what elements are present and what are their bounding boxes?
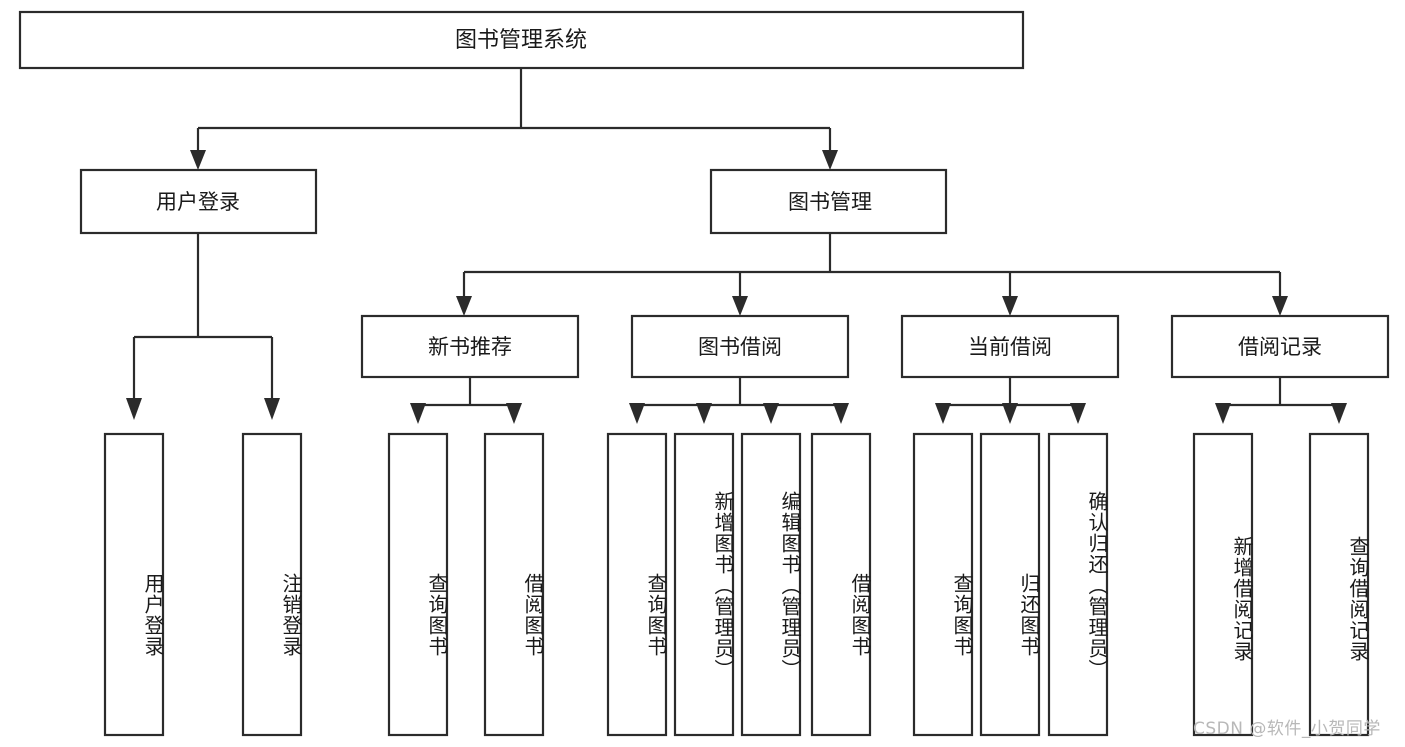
node-current-borrow-label: 当前借阅 — [968, 335, 1052, 359]
arrow-leaf-user-login-2 — [264, 398, 280, 420]
node-book-borrow-label: 图书借阅 — [698, 335, 782, 359]
arrow-leaf-borrow-records-2 — [1331, 403, 1347, 424]
connector-book-mgmt-to-level3 — [456, 233, 1288, 316]
leaf-box-borrow-records-1[interactable] — [1192, 432, 1254, 737]
arrow-to-new-book — [456, 296, 472, 316]
node-new-book-recommend-label: 新书推荐 — [428, 335, 512, 359]
connector-user-login-to-leaves — [126, 233, 280, 420]
node-book-management[interactable]: 图书管理 — [709, 168, 948, 235]
arrow-leaf-current-borrow-1 — [935, 403, 951, 424]
arrow-leaf-borrow-records-1 — [1215, 403, 1231, 424]
connector-book-borrow-to-leaves — [629, 377, 849, 424]
arrow-to-book-borrow — [732, 296, 748, 316]
arrow-leaf-new-book-1 — [410, 403, 426, 424]
arrow-leaf-current-borrow-3 — [1070, 403, 1086, 424]
node-book-borrow-box[interactable] — [630, 314, 850, 379]
leaf-box-current-borrow-2[interactable] — [979, 432, 1041, 737]
node-root-label: 图书管理系统 — [455, 28, 587, 53]
leaf-box-new-book-1[interactable] — [387, 432, 449, 737]
arrow-leaf-new-book-2 — [506, 403, 522, 424]
arrow-leaf-book-borrow-3 — [763, 403, 779, 424]
node-root[interactable]: 图书管理系统 — [18, 10, 1025, 70]
node-current-borrow[interactable]: 当前借阅 — [900, 314, 1120, 379]
node-book-management-label: 图书管理 — [788, 190, 872, 214]
leaf-box-borrow-records-2[interactable] — [1308, 432, 1370, 737]
node-user-login[interactable]: 用户登录 — [79, 168, 318, 235]
node-borrow-records[interactable]: 借阅记录 — [1170, 314, 1390, 379]
leaf-box-book-borrow-4[interactable] — [810, 432, 872, 737]
node-new-book-recommend-box[interactable] — [360, 314, 580, 379]
node-user-login-label: 用户登录 — [156, 190, 240, 214]
arrow-leaf-book-borrow-2 — [696, 403, 712, 424]
arrow-to-book-mgmt — [822, 150, 838, 170]
connector-current-borrow-to-leaves — [935, 377, 1086, 424]
node-new-book-recommend[interactable]: 新书推荐 — [360, 314, 580, 379]
arrow-leaf-book-borrow-4 — [833, 403, 849, 424]
node-book-borrow[interactable]: 图书借阅 — [630, 314, 850, 379]
node-borrow-records-label: 借阅记录 — [1238, 335, 1322, 359]
leaf-box-book-borrow-2[interactable] — [673, 432, 735, 737]
leaf-box-current-borrow-1[interactable] — [912, 432, 974, 737]
node-borrow-records-box[interactable] — [1170, 314, 1390, 379]
arrow-to-current-borrow — [1002, 296, 1018, 316]
leaf-box-book-borrow-1[interactable] — [606, 432, 668, 737]
leaf-box-new-book-2[interactable] — [483, 432, 545, 737]
connector-root-to-level2 — [190, 68, 838, 170]
node-book-management-box[interactable] — [709, 168, 948, 235]
arrow-leaf-user-login-1 — [126, 398, 142, 420]
arrow-leaf-current-borrow-2 — [1002, 403, 1018, 424]
connector-borrow-records-to-leaves — [1215, 377, 1347, 424]
node-current-borrow-box[interactable] — [900, 314, 1120, 379]
connector-new-book-to-leaves — [410, 377, 522, 424]
leaf-box-current-borrow-3[interactable] — [1047, 432, 1109, 737]
leaf-box-user-login-1[interactable] — [103, 432, 165, 737]
leaf-box-book-borrow-3[interactable] — [740, 432, 802, 737]
node-root-box[interactable] — [18, 10, 1025, 70]
arrow-to-user-login — [190, 150, 206, 170]
arrow-to-borrow-records — [1272, 296, 1288, 316]
leaf-box-user-login-2[interactable] — [241, 432, 303, 737]
csdn-watermark: CSDN @软件_小贺同学 — [1193, 719, 1381, 739]
arrow-leaf-book-borrow-1 — [629, 403, 645, 424]
